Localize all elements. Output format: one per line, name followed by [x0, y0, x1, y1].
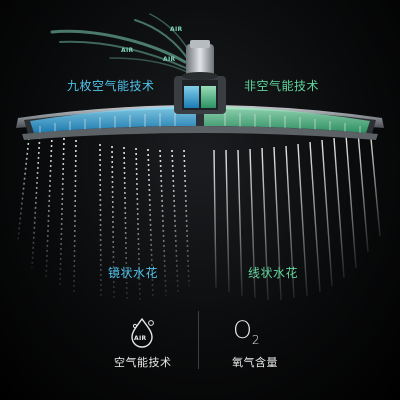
non-air-energy-label: 非空气能技术: [244, 79, 320, 93]
o2-icon-subscript: 2: [251, 333, 260, 347]
feature-divider: [198, 311, 199, 369]
air-flow-lines: [50, 13, 195, 73]
mirror-spray-label: 镜状水花: [108, 266, 159, 280]
air-flow-label: AIR: [170, 26, 183, 33]
rain-streams-right: [213, 127, 381, 301]
shower-plate: [16, 105, 384, 140]
air-flow-label: AIR: [163, 56, 176, 63]
air-drop-icon-text: AIR: [134, 335, 147, 342]
air-energy-technology-label: 九枚空气能技术: [67, 79, 155, 93]
air-flow-label: AIR: [121, 47, 134, 54]
feature-caption-air-energy: 空气能技术: [114, 356, 172, 369]
linear-spray-label: 线状水花: [248, 266, 299, 280]
feature-caption-oxygen: 氧气含量: [232, 356, 278, 369]
rain-streams-left: [17, 127, 190, 301]
o2-icon: O2: [233, 315, 273, 347]
shower-connector: [174, 40, 226, 114]
o2-icon-letter: O: [233, 316, 252, 344]
air-drop-icon: [131, 317, 154, 348]
